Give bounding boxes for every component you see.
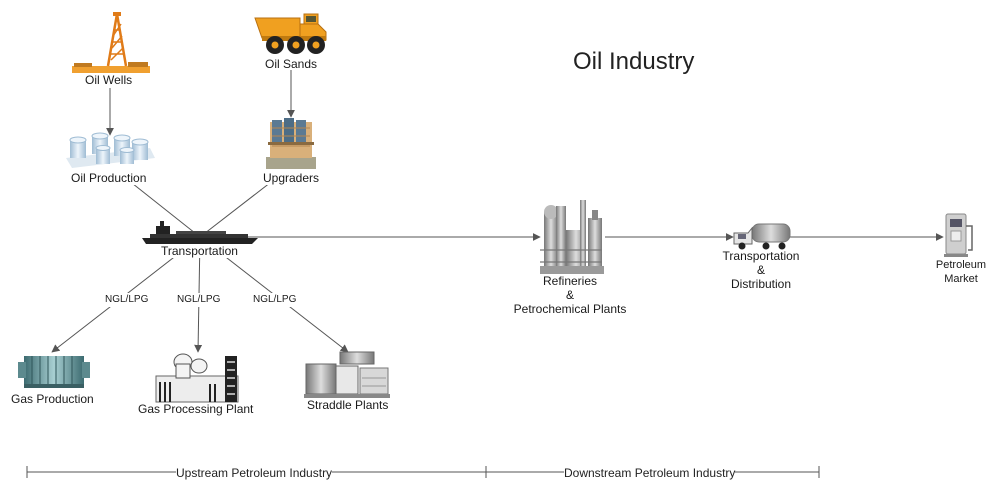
oil-derrick-icon bbox=[72, 12, 150, 73]
straddle-plants-label: Straddle Plants bbox=[307, 398, 389, 412]
gas-plant-icon bbox=[155, 353, 239, 403]
transport-distribution-line3: Distribution bbox=[730, 277, 792, 291]
straddle-plant-icon bbox=[304, 351, 390, 398]
oil-wells-label: Oil Wells bbox=[85, 73, 133, 87]
diagram-title: Oil Industry bbox=[573, 48, 695, 75]
tanker-ship-icon bbox=[142, 221, 258, 244]
connectors bbox=[51, 70, 944, 353]
upgraders-label: Upgraders bbox=[263, 171, 320, 185]
refineries-label: Refineries & Petrochemical Plants bbox=[513, 274, 627, 316]
upgrader-tanks-icon bbox=[266, 118, 316, 169]
fuel-pump-icon bbox=[944, 213, 973, 257]
upstream-section-label: Upstream Petroleum Industry bbox=[176, 466, 333, 480]
petroleum-market-label: Petroleum Market bbox=[931, 258, 991, 286]
petroleum-market-line1: Petroleum bbox=[935, 259, 987, 271]
oil-sands-label: Oil Sands bbox=[265, 57, 318, 71]
refineries-label-line1: Refineries bbox=[542, 274, 598, 288]
transportation-label: Transportation bbox=[161, 244, 238, 258]
gas-production-label: Gas Production bbox=[11, 392, 94, 406]
refineries-label-line3: Petrochemical Plants bbox=[513, 302, 627, 316]
petroleum-market-line2: Market bbox=[944, 273, 978, 285]
tanker-truck-icon bbox=[733, 223, 791, 250]
transport-distribution-line1: Transportation bbox=[722, 249, 800, 263]
edge-label-ngl-gasprocessing: NGL/LPG bbox=[177, 293, 221, 307]
edge-label-ngl-straddle: NGL/LPG bbox=[253, 293, 297, 307]
transport-distribution-label: Transportation & Distribution bbox=[718, 249, 804, 291]
gas-processing-label: Gas Processing Plant bbox=[138, 402, 254, 416]
edge-label-ngl-gasproduction: NGL/LPG bbox=[105, 293, 149, 307]
transport-distribution-line2: & bbox=[756, 263, 765, 277]
dump-truck-icon bbox=[254, 13, 327, 54]
refineries-label-line2: & bbox=[565, 288, 574, 302]
gas-compressor-icon bbox=[18, 356, 90, 388]
oil-production-label: Oil Production bbox=[71, 171, 147, 185]
downstream-section-label: Downstream Petroleum Industry bbox=[564, 466, 736, 480]
refinery-icon bbox=[540, 200, 604, 274]
storage-tanks-icon bbox=[66, 132, 155, 168]
